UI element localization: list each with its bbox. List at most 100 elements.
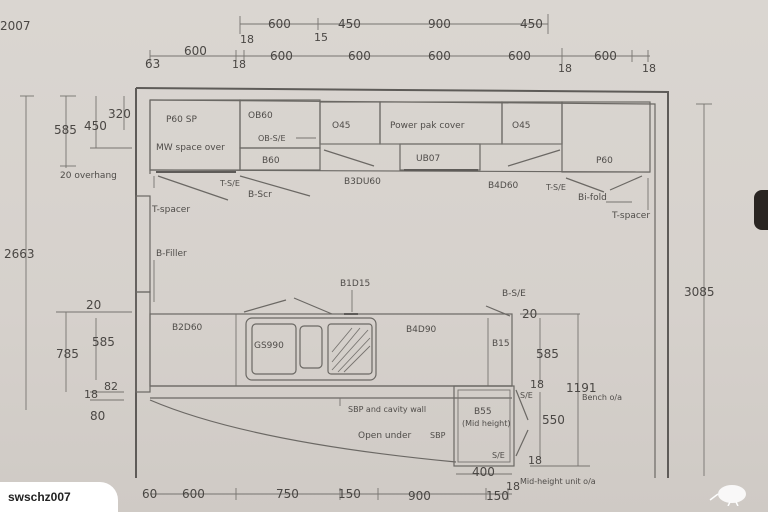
label-b2d60: B2D60: [172, 323, 203, 333]
label-tse-right: T-S/E: [545, 183, 566, 192]
left-lower-dim-20: 20: [86, 298, 101, 312]
right-dim-550: 550: [542, 413, 565, 427]
right-dim-20: 20: [522, 307, 537, 321]
label-gs990: GS990: [254, 341, 284, 351]
label-o45a: O45: [332, 121, 351, 131]
bottom-dim-600: 600: [182, 487, 205, 501]
label-b60: B60: [262, 156, 280, 166]
label-p60sp: P60 SP: [166, 115, 197, 125]
top-dim2-18a: 18: [232, 58, 246, 71]
top-dim-450: 450: [338, 17, 361, 31]
label-tse-left: T-S/E: [219, 179, 240, 188]
label-bfiller: B-Filler: [156, 249, 187, 259]
label-open-under: Open under: [358, 431, 412, 441]
door-swing-right-a: [565, 177, 605, 193]
label-sbp-cavity: SBP and cavity wall: [348, 405, 426, 414]
left-lower-dim-585: 585: [92, 335, 115, 349]
left-dim-320: 320: [108, 107, 131, 121]
left-dim-585: 585: [54, 123, 77, 137]
right-dim-18b: 18: [528, 454, 542, 467]
left-lower-dim-18: 18: [84, 388, 98, 401]
top-dim2-600d: 600: [428, 49, 451, 63]
right-dim-585: 585: [536, 347, 559, 361]
base-cabinet-run: [149, 297, 513, 399]
label-b1d15: B1D15: [340, 279, 370, 289]
top-dim-900: 900: [428, 17, 451, 31]
label-bscr: B-Scr: [248, 190, 272, 200]
sink-gs990: [245, 317, 377, 381]
label-bench: Bench o/a: [582, 393, 622, 402]
label-b3du60: B3DU60: [344, 177, 381, 187]
right-dim-3085: 3085: [684, 285, 715, 299]
top-dim-15: 15: [314, 31, 328, 44]
open-under-curve: [149, 399, 457, 463]
door-swing-right-b: [609, 175, 643, 191]
wall-cabinet-row: [149, 99, 651, 173]
door-swing-left-b: [239, 175, 311, 197]
top-dim2-600e: 600: [508, 49, 531, 63]
label-ob-se: OB-S/E: [258, 134, 286, 143]
right-dim-18: 18: [530, 378, 544, 391]
label-midheight: (Mid height): [462, 419, 511, 428]
label-o45b: O45: [512, 121, 531, 131]
top-dim2-18c: 18: [642, 62, 656, 75]
corner-shadow: [754, 190, 768, 230]
label-bse: B-S/E: [502, 289, 526, 299]
label-b4d90: B4D90: [406, 325, 437, 335]
left-overhang: 20 overhang: [60, 171, 117, 181]
left-lower-dimensions: [56, 311, 132, 401]
right-dim-1191: 1191: [566, 381, 597, 395]
watermark-badge: swschz007: [0, 482, 118, 512]
top-dim2-18b: 18: [558, 62, 572, 75]
mid-height-unit: [453, 385, 529, 467]
door-swing-left-a: [157, 175, 229, 201]
label-b4d60: B4D60: [488, 181, 519, 191]
label-mw-space: MW space over: [156, 143, 225, 153]
top-dimension-row-1: 600 450 900 450 18 15: [239, 14, 549, 46]
label-se-a: S/E: [520, 391, 533, 400]
bottom-dim-750: 750: [276, 487, 299, 501]
right-dimensions: [456, 103, 712, 476]
label-tspacer-left: T-spacer: [151, 205, 190, 215]
left-lower-dim-82: 82: [104, 380, 118, 393]
top-dim2-600a: 600: [184, 44, 207, 58]
bottom-dim-150a: 150: [338, 487, 361, 501]
top-dim2-600f: 600: [594, 49, 617, 63]
watermark-user: swschz007: [8, 490, 71, 504]
label-sbp: SBP: [430, 431, 446, 440]
label-bifold: Bi-fold: [578, 193, 607, 203]
top-dim2-63: 63: [145, 57, 160, 71]
right-dim-400: 400: [472, 465, 495, 479]
left-dim-450: 450: [84, 119, 107, 133]
top-dim-450b: 450: [520, 17, 543, 31]
label-se-b: S/E: [492, 451, 505, 460]
left-lower-dim-785: 785: [56, 347, 79, 361]
side-panel-upper: [135, 195, 151, 293]
left-dimensions: [20, 95, 132, 410]
corner-text: 2007: [0, 19, 31, 33]
label-ob60: OB60: [248, 111, 273, 121]
bottom-dim-18: 18: [506, 480, 520, 493]
label-b55: B55: [474, 407, 492, 417]
top-dim-18: 18: [240, 33, 254, 46]
top-dim-600: 600: [268, 17, 291, 31]
top-dimension-row-2: 63 600 18 600 600 600 600 18 600 18: [145, 44, 656, 75]
left-dim-2663: 2663: [4, 247, 35, 261]
label-midheight-unit: Mid-height unit o/a: [520, 477, 596, 486]
label-b15: B15: [492, 339, 510, 349]
label-p60: P60: [596, 156, 613, 166]
side-panel-lower: [135, 291, 151, 393]
bottom-dim-60: 60: [142, 487, 157, 501]
bottom-dim-900: 900: [408, 489, 431, 503]
top-dim2-600c: 600: [348, 49, 371, 63]
top-dim2-600b: 600: [270, 49, 293, 63]
bottom-dimensions: [150, 488, 512, 500]
bottom-dim-150b: 150: [486, 489, 509, 503]
label-power-pak: Power pak cover: [390, 121, 465, 131]
left-lower-dim-80: 80: [90, 409, 105, 423]
kiwi-logo-icon: [709, 485, 746, 506]
label-ub07: UB07: [416, 154, 440, 164]
label-tspacer-right: T-spacer: [611, 211, 650, 221]
